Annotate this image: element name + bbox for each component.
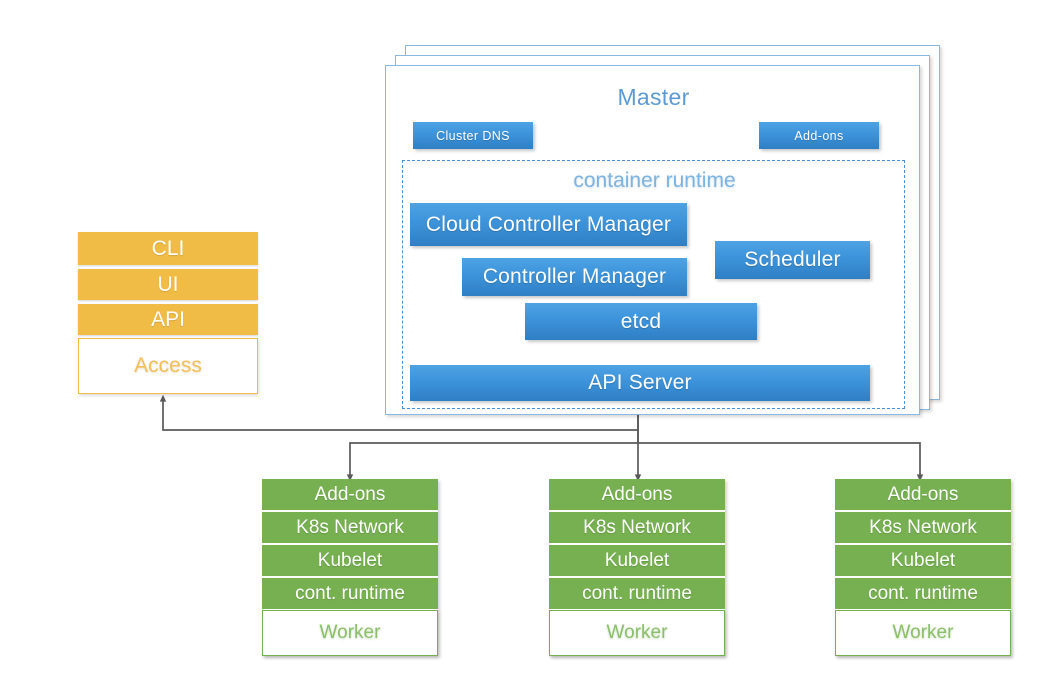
worker-2-layer-k8s-network[interactable]: K8s Network	[549, 512, 725, 543]
master-title: Master	[617, 84, 690, 110]
worker-1-layer-add-ons[interactable]: Add-ons	[262, 479, 438, 510]
worker-3-layer-kubelet[interactable]: Kubelet	[835, 545, 1011, 576]
worker-2-layer-add-ons[interactable]: Add-ons	[549, 479, 725, 510]
worker-node-2[interactable]: Add-ons K8s Network Kubelet cont. runtim…	[549, 479, 725, 656]
worker-1-layer-cont-runtime[interactable]: cont. runtime	[262, 578, 438, 609]
connector-bus-worker-left	[346, 430, 639, 482]
worker-2-layer-cont-runtime[interactable]: cont. runtime	[549, 578, 725, 609]
component-etcd[interactable]: etcd	[525, 303, 757, 340]
container-runtime-region: container runtime	[402, 160, 905, 409]
worker-3-layer-add-ons[interactable]: Add-ons	[835, 479, 1011, 510]
worker-1-layer-kubelet[interactable]: Kubelet	[262, 545, 438, 576]
component-api-server[interactable]: API Server	[410, 365, 870, 401]
access-layer-api[interactable]: API	[78, 304, 258, 335]
access-layer-cli[interactable]: CLI	[78, 232, 258, 265]
access-stack[interactable]: CLI UI API Access	[78, 232, 258, 394]
worker-2-layer-kubelet[interactable]: Kubelet	[549, 545, 725, 576]
container-runtime-label: container runtime	[573, 169, 736, 192]
access-footer: Access	[78, 338, 258, 394]
worker-node-3[interactable]: Add-ons K8s Network Kubelet cont. runtim…	[835, 479, 1011, 656]
component-cloud-controller-manager[interactable]: Cloud Controller Manager	[410, 203, 687, 246]
connector-bus-worker-right	[638, 442, 924, 482]
badge-add-ons[interactable]: Add-ons	[759, 122, 879, 149]
worker-1-layer-k8s-network[interactable]: K8s Network	[262, 512, 438, 543]
access-layer-ui[interactable]: UI	[78, 269, 258, 300]
worker-1-footer: Worker	[262, 610, 438, 656]
badge-cluster-dns[interactable]: Cluster DNS	[413, 122, 533, 149]
worker-3-layer-k8s-network[interactable]: K8s Network	[835, 512, 1011, 543]
worker-3-footer: Worker	[835, 610, 1011, 656]
worker-node-1[interactable]: Add-ons K8s Network Kubelet cont. runtim…	[262, 479, 438, 656]
component-scheduler[interactable]: Scheduler	[715, 241, 870, 279]
component-controller-manager[interactable]: Controller Manager	[462, 258, 687, 296]
worker-3-layer-cont-runtime[interactable]: cont. runtime	[835, 578, 1011, 609]
worker-2-footer: Worker	[549, 610, 725, 656]
